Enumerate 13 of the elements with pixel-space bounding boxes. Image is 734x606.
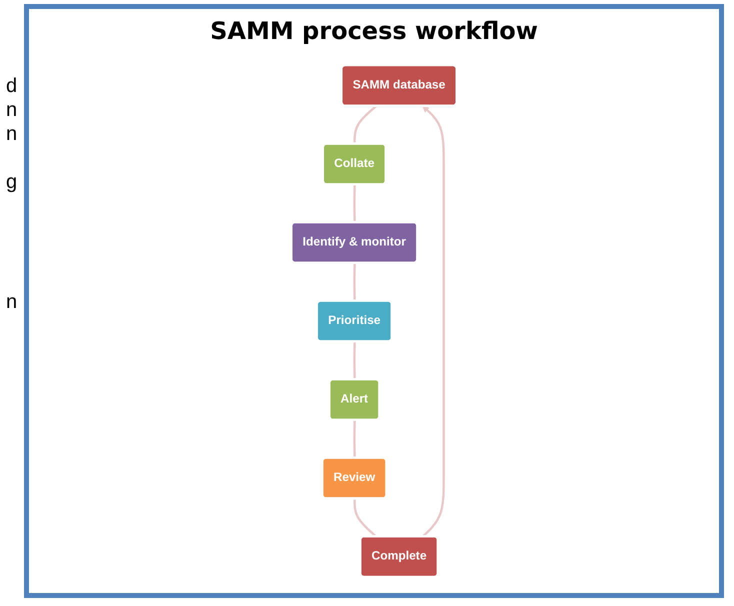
connector bbox=[353, 420, 356, 458]
cut-off-letter: n bbox=[6, 291, 18, 315]
connector bbox=[353, 263, 356, 301]
cut-off-letter: d bbox=[6, 75, 18, 99]
cut-off-letter: n bbox=[6, 123, 18, 147]
cut-off-letter: n bbox=[6, 99, 18, 123]
cut-off-letter: g bbox=[6, 171, 18, 195]
connector bbox=[353, 105, 377, 144]
diagram-title: SAMM process workflow bbox=[210, 17, 538, 45]
arrow bbox=[422, 106, 445, 538]
connector bbox=[353, 184, 356, 222]
connector bbox=[353, 498, 377, 538]
connector bbox=[353, 342, 356, 380]
